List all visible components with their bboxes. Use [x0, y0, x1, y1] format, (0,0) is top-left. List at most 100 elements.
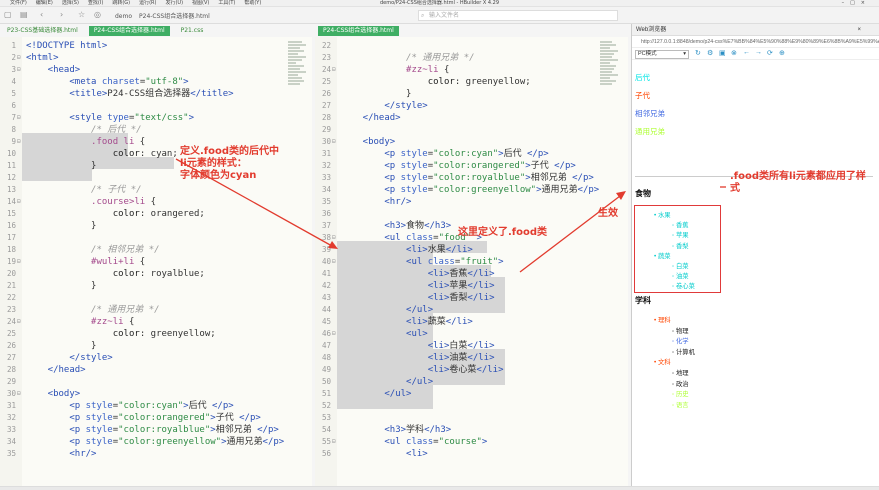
- fold-toggle-icon[interactable]: ⊟: [332, 66, 336, 73]
- line-number: 33: [321, 173, 331, 182]
- fold-toggle-icon[interactable]: ⊟: [17, 138, 21, 145]
- run-icon[interactable]: ◎: [94, 10, 101, 19]
- menu-item[interactable]: 跳转(G): [112, 0, 131, 6]
- file-search-input[interactable]: ⌕ 输入文件名: [418, 10, 618, 21]
- code-token: <li>: [406, 449, 428, 459]
- screenshot-icon[interactable]: ▣: [719, 50, 726, 57]
- menu-item[interactable]: 编辑(E): [35, 0, 53, 6]
- code-token: 子代: [530, 161, 555, 171]
- fold-toggle-icon[interactable]: ⊟: [17, 54, 21, 61]
- food-list-item: ◦ 白菜: [672, 263, 689, 270]
- file-tab[interactable]: P24-CSS组合选择器.html: [88, 26, 170, 36]
- code-token: {: [134, 137, 146, 147]
- menu-item[interactable]: 文件(F): [10, 0, 27, 6]
- line-number: 43: [321, 293, 331, 302]
- code-token: <p: [69, 437, 86, 447]
- code-token: <h3>: [384, 425, 407, 435]
- menu-item[interactable]: 运行(R): [139, 0, 157, 6]
- star-icon[interactable]: ☆: [78, 10, 86, 19]
- file-tab[interactable]: P24-CSS组合选择器.html: [318, 26, 399, 36]
- fold-toggle-icon[interactable]: ⊟: [17, 114, 21, 121]
- menu-item[interactable]: 查找(I): [87, 0, 104, 6]
- code-line: .course>li {: [91, 196, 156, 208]
- forward-arrow-icon[interactable]: ›: [60, 10, 64, 19]
- web-browser-pane: Web浏览器 × http://127.0.0.1:8848/demo/p24-…: [631, 24, 879, 486]
- food-list-item: ◦ 香蕉: [672, 222, 689, 230]
- code-token: <li>: [406, 245, 428, 255]
- code-token: <li>: [427, 293, 450, 303]
- browser-tab[interactable]: Web浏览器 ×: [632, 24, 879, 36]
- breadcrumb-item[interactable]: demo: [115, 13, 133, 20]
- line-number: 46: [321, 329, 331, 338]
- line-number: 26: [6, 341, 16, 350]
- fold-toggle-icon[interactable]: ⊟: [17, 318, 21, 325]
- code-token: /* 相邻兄弟 */: [91, 245, 160, 255]
- mode-select[interactable]: PC模式 ▾: [635, 50, 689, 59]
- code-line: <head>: [48, 64, 81, 76]
- code-token: <li>: [427, 281, 450, 291]
- close-icon[interactable]: ×: [857, 27, 861, 33]
- forward-icon[interactable]: →: [755, 49, 762, 56]
- fold-toggle-icon[interactable]: ⊟: [332, 330, 336, 337]
- code-token: color: [112, 149, 140, 159]
- breadcrumb-item[interactable]: P24-CSS组合选择器.html: [139, 13, 210, 20]
- menu-item[interactable]: 发行(U): [165, 0, 184, 6]
- file-tab[interactable]: P23-CSS基础选择器.html: [7, 27, 78, 34]
- code-line: <html>: [26, 52, 59, 64]
- code-line: /* 后代 */: [91, 124, 142, 136]
- selection-highlight: [433, 265, 491, 277]
- food-heading: 食物: [635, 189, 651, 198]
- menu-item[interactable]: 选择(S): [61, 0, 79, 6]
- code-line: <title>P24-CSS组合选择器</title>: [69, 88, 233, 100]
- code-line: <h3>食物</h3>: [384, 220, 451, 232]
- fold-toggle-icon[interactable]: ⊟: [17, 258, 21, 265]
- stop-icon[interactable]: ⊗: [731, 50, 737, 57]
- fold-toggle-icon[interactable]: ⊟: [332, 234, 336, 241]
- fold-toggle-icon[interactable]: ⊟: [332, 138, 336, 145]
- code-line: <li>香梨</li>: [428, 292, 495, 304]
- menu-item[interactable]: 帮助(Y): [244, 0, 262, 6]
- code-token: .course>li: [91, 197, 146, 207]
- close-icon[interactable]: ×: [860, 0, 871, 6]
- reload-icon[interactable]: ⟳: [767, 50, 773, 57]
- selection-highlight: [337, 253, 433, 409]
- annotation-line: 字体颜色为cyan: [180, 170, 257, 181]
- left-editor[interactable]: 1<!DOCTYPE html>2⊟<html>3⊟<head>4<meta c…: [0, 37, 312, 486]
- line-number: 32: [321, 161, 331, 170]
- line-number: 54: [321, 425, 331, 434]
- code-token: =: [433, 233, 439, 243]
- new-file-icon[interactable]: ▢: [4, 10, 12, 19]
- fold-toggle-icon[interactable]: ⊟: [332, 438, 336, 445]
- code-line: </style>: [69, 352, 112, 364]
- back-arrow-icon[interactable]: ‹: [40, 10, 44, 19]
- address-bar[interactable]: http://127.0.0.1:8848/demo/p24-css%E7%BB…: [632, 36, 879, 48]
- inspect-icon[interactable]: ⊕: [779, 50, 785, 57]
- refresh-icon[interactable]: ↻: [695, 50, 701, 57]
- minimize-icon[interactable]: –: [841, 0, 851, 6]
- code-token: <p: [384, 185, 401, 195]
- maximize-icon[interactable]: □: [850, 0, 861, 6]
- settings-icon[interactable]: ⚙: [707, 50, 714, 57]
- minimap[interactable]: [600, 40, 620, 115]
- selection-highlight: [22, 169, 92, 181]
- save-icon[interactable]: ▤: [20, 10, 28, 19]
- code-token: style: [85, 413, 113, 423]
- menu-item[interactable]: 工具(T): [218, 0, 236, 6]
- menu-item[interactable]: 视图(V): [192, 0, 210, 6]
- line-number: 42: [321, 281, 331, 290]
- fold-toggle-icon[interactable]: ⊟: [17, 390, 21, 397]
- line-number: 12: [6, 173, 16, 182]
- code-token: 卷心菜: [449, 365, 477, 375]
- minimap[interactable]: [288, 40, 308, 115]
- file-tab[interactable]: P21.css: [180, 27, 204, 34]
- fold-toggle-icon[interactable]: ⊟: [17, 198, 21, 205]
- fold-toggle-icon[interactable]: ⊟: [332, 258, 336, 265]
- code-token: >: [471, 233, 482, 243]
- code-token: </li>: [445, 245, 473, 255]
- line-number: 16: [6, 221, 16, 230]
- toolbar: ▢ ▤ ‹ › ☆ ◎ demo P24-CSS组合选择器.html ⌕ 输入文件…: [0, 7, 879, 24]
- back-icon[interactable]: ←: [743, 49, 750, 56]
- fold-toggle-icon[interactable]: ⊟: [17, 66, 21, 73]
